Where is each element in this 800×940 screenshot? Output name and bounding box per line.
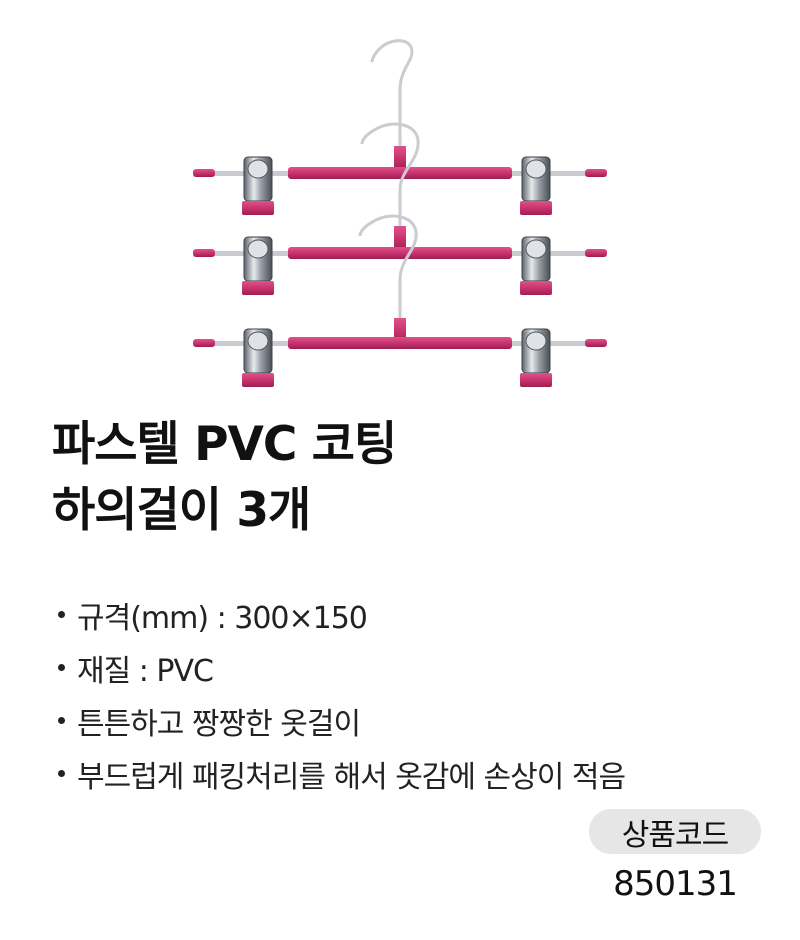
spec-text: 규격(mm) : 300×150 — [77, 600, 368, 636]
bullet-icon — [58, 770, 65, 777]
spec-item-packing: 부드럽게 패킹처리를 해서 옷감에 손상이 적음 — [58, 747, 626, 800]
bullet-icon — [58, 664, 65, 671]
product-image — [193, 39, 607, 388]
hanger-1 — [193, 39, 607, 216]
product-title-line-1: 파스텔 PVC 코팅 — [52, 417, 397, 472]
product-code-value: 850131 — [613, 864, 738, 904]
spec-item-material: 재질 : PVC — [58, 641, 625, 694]
hanger-2 — [193, 122, 607, 296]
hanger-3 — [193, 214, 607, 388]
spec-text: 튼튼하고 짱짱한 옷걸이 — [77, 706, 361, 742]
product-title: 파스텔 PVC 코팅 하의걸이 3개 — [52, 412, 397, 544]
spec-item-size: 규격(mm) : 300×150 — [58, 588, 625, 641]
spec-text: 재질 : PVC — [77, 653, 214, 689]
spec-list: 규격(mm) : 300×150 재질 : PVC 튼튼하고 짱짱한 옷걸이 부… — [58, 588, 626, 800]
bullet-icon — [58, 717, 65, 724]
spec-text: 부드럽게 패킹처리를 해서 옷감에 손상이 적음 — [77, 759, 626, 795]
product-title-line-2: 하의걸이 3개 — [52, 483, 311, 538]
spec-item-durability: 튼튼하고 짱짱한 옷걸이 — [58, 694, 625, 747]
bullet-icon — [58, 611, 65, 618]
product-code-label: 상품코드 — [589, 809, 761, 854]
